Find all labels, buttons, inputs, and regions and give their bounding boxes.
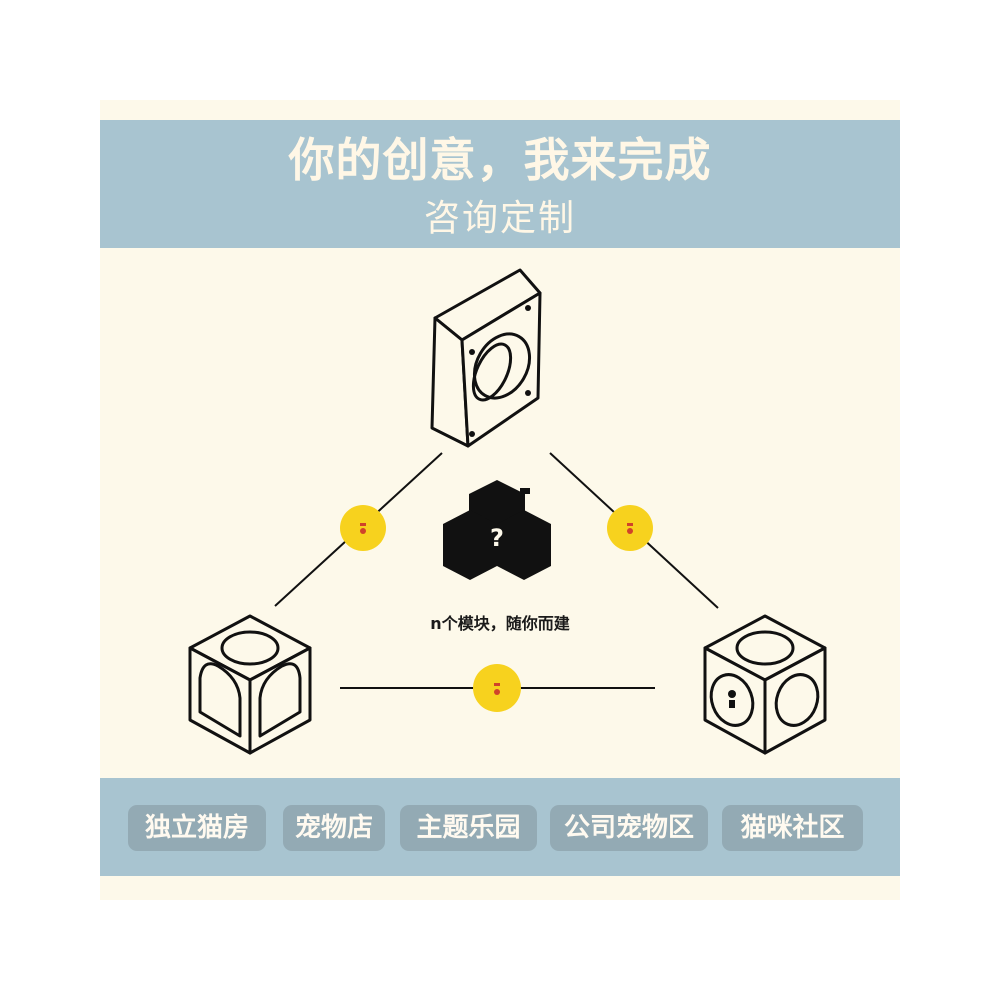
cube-module-left bbox=[188, 614, 312, 755]
mystery-module-cluster: ? bbox=[443, 480, 551, 580]
page-subtitle: 咨询定制 bbox=[423, 198, 576, 239]
tag-theme-park: 主题乐园 bbox=[400, 805, 537, 851]
tag-cat-community: 猫咪社区 bbox=[722, 805, 863, 851]
connector-dot-right bbox=[607, 505, 653, 551]
wall-panel-module bbox=[430, 268, 542, 448]
connector-dot-bottom bbox=[473, 664, 521, 712]
module-diagram: ? bbox=[188, 268, 827, 755]
page-title: 你的创意，我来完成 bbox=[288, 133, 712, 187]
diagram-caption: n个模块，随你而建 bbox=[430, 614, 570, 633]
tag-standalone-cat-room: 独立猫房 bbox=[128, 805, 266, 851]
mystery-symbol: ? bbox=[490, 524, 504, 552]
tag-pet-shop: 宠物店 bbox=[283, 805, 385, 851]
cube-module-right bbox=[703, 614, 827, 755]
header-band bbox=[100, 120, 900, 248]
connector-dot-left bbox=[340, 505, 386, 551]
tag-office-pet-area: 公司宠物区 bbox=[550, 805, 708, 851]
